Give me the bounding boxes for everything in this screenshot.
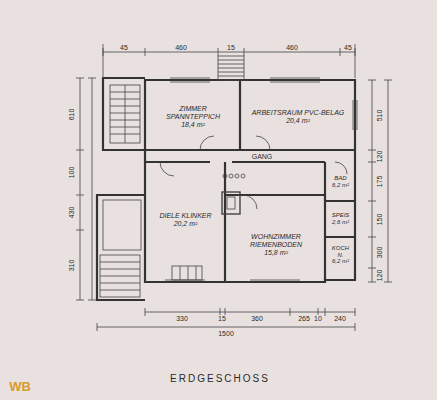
dimension: 15 [217, 315, 227, 322]
room-label: GANG [251, 153, 274, 160]
dimension: 100 [69, 165, 76, 179]
dimension: 360 [250, 315, 264, 322]
room: DIELE KLINKER20,2 m² [150, 176, 221, 264]
room-name: DIELE KLINKER [159, 212, 211, 220]
room: WOHNZIMMER RIEMENBODEN15,8 m² [230, 214, 322, 276]
dimension: 265 [297, 315, 311, 322]
room: SPEIS2,6 m² [327, 203, 354, 235]
room-name: ARBEITSRAUM PVC-BELAG [252, 109, 345, 117]
dimension: 430 [69, 205, 76, 219]
dimension: 10 [313, 315, 323, 322]
room-name: WOHNZIMMER RIEMENBODEN [232, 233, 320, 249]
room-name: KOCHN. [329, 245, 352, 259]
room-area: 20,4 m² [286, 117, 310, 125]
dimension: 300 [377, 245, 384, 259]
dimension: 120 [377, 268, 384, 282]
dimension: 330 [175, 315, 189, 322]
room: KOCHN.6,2 m² [327, 239, 354, 271]
dimension: 460 [174, 44, 188, 51]
room-name: ZIMMER SPANNTEPPICH [152, 105, 234, 121]
dimension: 45 [119, 44, 129, 51]
room-name: BAD [334, 175, 346, 182]
dimension: 120 [377, 149, 384, 163]
room: BAD6,2 m² [327, 164, 354, 199]
room: ARBEITSRAUM PVC-BELAG20,4 m² [245, 88, 351, 146]
room-area: 6,2 m² [332, 258, 349, 265]
watermark: WB [9, 379, 31, 394]
room-area: 15,8 m² [264, 249, 288, 257]
dimension: 1500 [217, 330, 235, 337]
room-area: 20,2 m² [174, 220, 198, 228]
room-area: 18,4 m² [181, 121, 205, 129]
dimension: 510 [377, 108, 384, 122]
dimension: 15 [226, 44, 236, 51]
dimension: 150 [377, 212, 384, 226]
dimension: 460 [285, 44, 299, 51]
room-area: 6,2 m² [332, 182, 349, 189]
dimension: 310 [69, 258, 76, 272]
caption: ERDGESCHOSS [170, 373, 270, 384]
room-area: 2,6 m² [332, 219, 349, 226]
dimension: 610 [69, 107, 76, 121]
room: ZIMMER SPANNTEPPICH18,4 m² [150, 88, 236, 146]
dimension: 175 [377, 174, 384, 188]
dimension: 45 [343, 44, 353, 51]
room-name: SPEIS [332, 212, 350, 219]
dimension: 240 [333, 315, 347, 322]
